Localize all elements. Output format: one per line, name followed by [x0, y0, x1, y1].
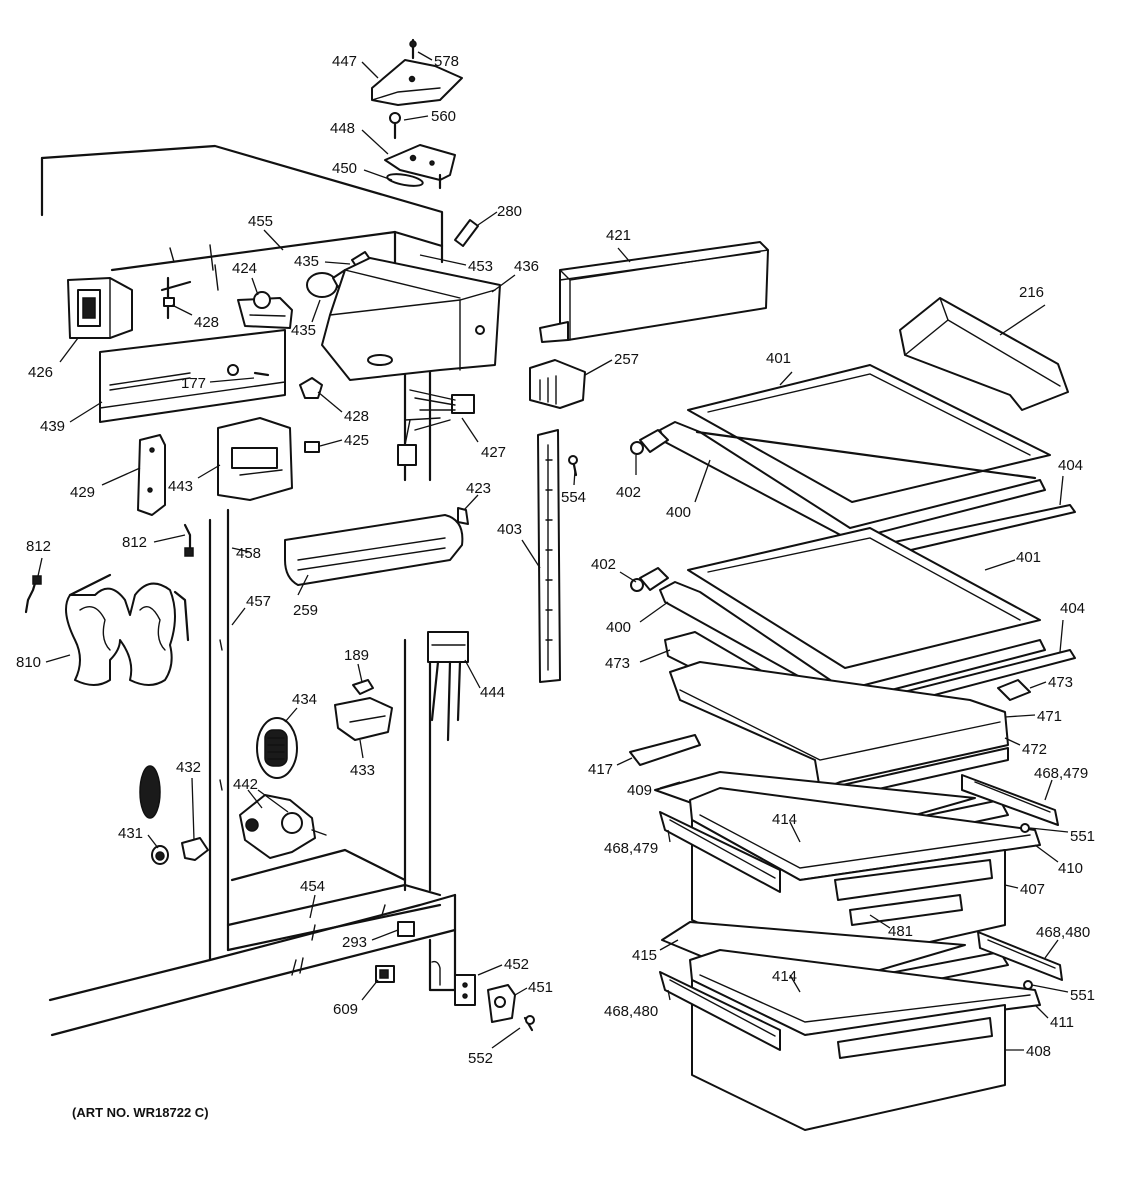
part-label: 457 — [246, 593, 271, 610]
part-label: 415 — [632, 947, 657, 964]
part-label: 468,480 — [604, 1003, 658, 1020]
part-label: 257 — [614, 351, 639, 368]
part-label: 434 — [292, 691, 317, 708]
part-label: 402 — [616, 484, 641, 501]
part-label: 426 — [28, 364, 53, 381]
part-label: 447 — [332, 53, 357, 70]
part-label: 578 — [434, 53, 459, 70]
part-label: 425 — [344, 432, 369, 449]
part-label: 417 — [588, 761, 613, 778]
part-label: 177 — [181, 375, 206, 392]
part-label: 404 — [1060, 600, 1085, 617]
part-label: 812 — [26, 538, 51, 555]
part-label: 439 — [40, 418, 65, 435]
part-label: 443 — [168, 478, 193, 495]
drawers — [654, 771, 1063, 1131]
part-label: 552 — [468, 1050, 493, 1067]
art-number: (ART NO. WR18722 C) — [72, 1105, 209, 1120]
part-label: 411 — [1050, 1014, 1074, 1031]
part-label: 448 — [330, 120, 355, 137]
part-label: 421 — [606, 227, 631, 244]
part-label: 259 — [293, 602, 318, 619]
part-label: 414 — [772, 811, 797, 828]
part-label: 427 — [481, 444, 506, 461]
part-label: 189 — [344, 647, 369, 664]
part-label: 293 — [342, 934, 367, 951]
part-label: 401 — [766, 350, 791, 367]
part-label: 458 — [236, 545, 261, 562]
left-parts — [24, 417, 293, 686]
part-label: 216 — [1019, 284, 1044, 301]
part-label: 435 — [294, 253, 319, 270]
leader-lines — [37, 51, 1069, 1051]
part-label: 442 — [233, 776, 258, 793]
part-label: 472 — [1022, 741, 1047, 758]
part-label: 554 — [561, 489, 586, 506]
part-label: 444 — [480, 684, 505, 701]
part-label: 471 — [1037, 708, 1062, 725]
part-label: 401 — [1016, 549, 1041, 566]
part-label: 468,479 — [604, 840, 658, 857]
part-label: 414 — [772, 968, 797, 985]
part-label: 409 — [627, 782, 652, 799]
part-label: 280 — [497, 203, 522, 220]
part-label: 812 — [122, 534, 147, 551]
part-label: 451 — [528, 979, 553, 996]
part-label: 428 — [194, 314, 219, 331]
part-label: 473 — [605, 655, 630, 672]
shelves — [629, 364, 1076, 803]
part-label: 429 — [70, 484, 95, 501]
part-label: 551 — [1070, 828, 1095, 845]
part-label: 404 — [1058, 457, 1083, 474]
part-label: 455 — [248, 213, 273, 230]
part-label: 454 — [300, 878, 325, 895]
part-label: 810 — [16, 654, 41, 671]
top-parts — [67, 38, 501, 525]
part-label: 468,480 — [1036, 924, 1090, 941]
part-label: 453 — [468, 258, 493, 275]
part-label: 424 — [232, 260, 257, 277]
part-label: 551 — [1070, 987, 1095, 1004]
part-number-labels: 578 447 560 448 450 280 455 435 424 453 … — [16, 53, 1095, 1067]
part-label: 410 — [1058, 860, 1083, 877]
part-label: 400 — [666, 504, 691, 521]
part-label: 433 — [350, 762, 375, 779]
part-label: 560 — [431, 108, 456, 125]
part-label: 400 — [606, 619, 631, 636]
part-label: 481 — [888, 923, 913, 940]
part-label: 436 — [514, 258, 539, 275]
part-label: 609 — [333, 1001, 358, 1018]
part-label: 402 — [591, 556, 616, 573]
part-label: 450 — [332, 160, 357, 177]
part-label: 473 — [1048, 674, 1073, 691]
part-label: 435 — [291, 322, 316, 339]
part-label: 428 — [344, 408, 369, 425]
part-label: 452 — [504, 956, 529, 973]
middle-parts — [139, 514, 535, 1032]
part-label: 407 — [1020, 881, 1045, 898]
part-label: 468,479 — [1034, 765, 1088, 782]
part-label: 408 — [1026, 1043, 1051, 1060]
part-label: 431 — [118, 825, 143, 842]
part-label: 432 — [176, 759, 201, 776]
part-label: 423 — [466, 480, 491, 497]
right-top-parts — [529, 241, 1069, 683]
part-label: 403 — [497, 521, 522, 538]
